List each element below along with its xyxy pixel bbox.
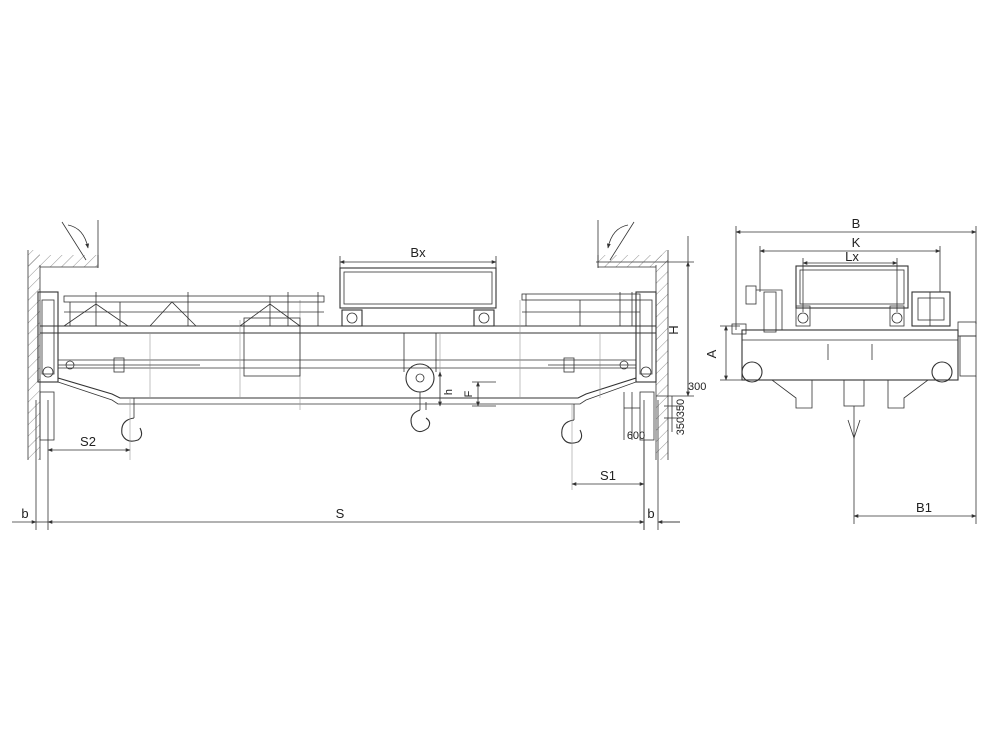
left-railing: [63, 292, 325, 377]
dim-s: S b b: [12, 400, 680, 530]
label-side-b: B: [852, 216, 861, 231]
dim-side-lx: Lx: [802, 249, 898, 312]
left-hook: [121, 398, 143, 460]
label-b-right: b: [647, 506, 654, 521]
travel-drive-shafts: [58, 357, 636, 373]
main-girder: [40, 300, 656, 410]
dim-h-f: h F: [438, 371, 496, 407]
center-hook: [403, 333, 437, 433]
side-view: B K Lx A B1: [704, 216, 977, 524]
dim-side-b: B: [735, 216, 977, 330]
label-h-lower: h: [443, 389, 455, 395]
label-350b: 350: [675, 417, 687, 435]
label-300: 300: [688, 381, 706, 393]
label-h-upper: H: [666, 325, 681, 334]
dim-side-k: K: [759, 235, 941, 292]
label-350a: 350: [675, 399, 687, 417]
dim-s2: S2: [47, 434, 131, 452]
label-s2: S2: [80, 434, 96, 449]
left-wall: [27, 220, 99, 460]
dim-bx: Bx: [339, 245, 497, 268]
right-railing: [521, 292, 641, 326]
label-side-lx: Lx: [845, 249, 859, 264]
side-trolley: [745, 265, 951, 333]
side-hook: [771, 379, 929, 440]
dim-side-a: A: [704, 325, 748, 381]
label-600: 600: [627, 430, 645, 442]
label-f: F: [463, 390, 475, 397]
trolley: [339, 267, 497, 327]
dim-h-upper: H: [596, 236, 694, 397]
dim-s1: S1: [571, 440, 645, 530]
label-side-k: K: [852, 235, 861, 250]
label-bx: Bx: [410, 245, 426, 260]
right-wall: [597, 220, 669, 460]
label-side-b1: B1: [916, 500, 932, 515]
label-s1: S1: [600, 468, 616, 483]
left-end-carriage: [37, 291, 59, 441]
dim-side-b1: B1: [853, 376, 977, 524]
front-view: Bx H 300 350 350 600 h: [12, 220, 706, 530]
dim-right-small: 300 350 350 600: [623, 381, 706, 442]
label-s: S: [336, 506, 345, 521]
side-girder: [731, 321, 977, 383]
right-hook: [561, 404, 583, 490]
label-side-a: A: [704, 349, 719, 358]
right-end-carriage: [635, 291, 657, 441]
label-b-left: b: [21, 506, 28, 521]
